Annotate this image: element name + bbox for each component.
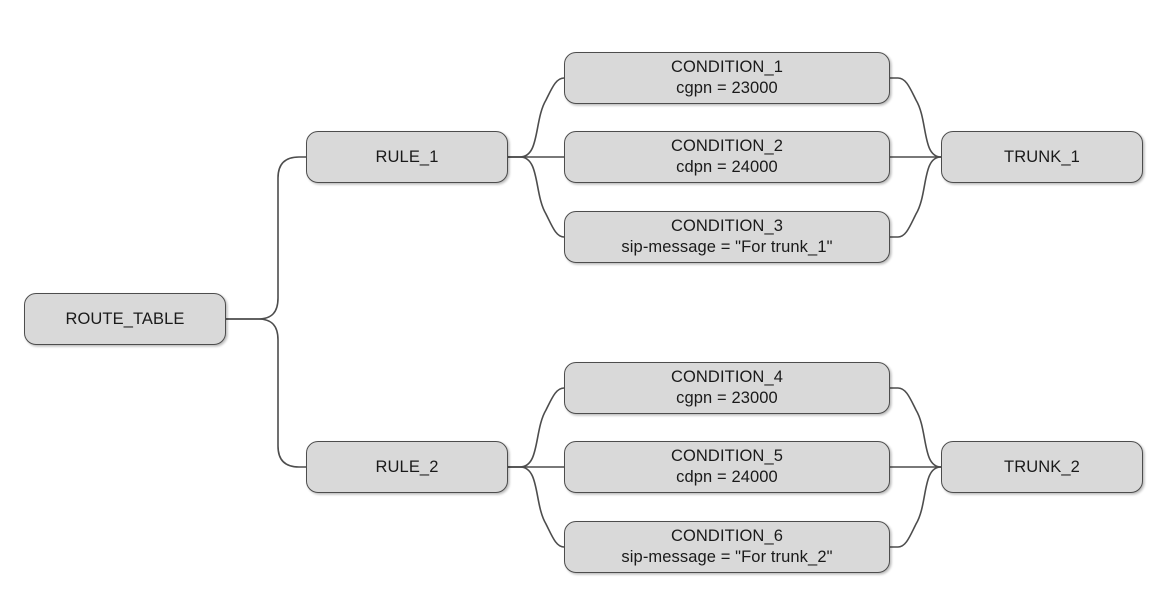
node-trunk-2[interactable]: TRUNK_2 xyxy=(941,441,1143,493)
node-condition-3[interactable]: CONDITION_3 sip-message = "For trunk_1" xyxy=(564,211,890,263)
node-trunk-1[interactable]: TRUNK_1 xyxy=(941,131,1143,183)
node-rule-2-label: RULE_2 xyxy=(375,457,439,476)
edge-rule-2-to-condition-4 xyxy=(507,387,565,468)
node-trunk-2-label: TRUNK_2 xyxy=(1004,457,1080,476)
node-condition-3-label: CONDITION_3 xyxy=(670,217,784,236)
edge-rule-1-to-condition-3 xyxy=(507,156,565,238)
edge-rule-1-to-condition-1 xyxy=(507,77,565,158)
node-rule-1-label: RULE_1 xyxy=(375,147,439,166)
node-condition-4-label: CONDITION_4 xyxy=(670,368,784,387)
node-rule-2[interactable]: RULE_2 xyxy=(306,441,508,493)
edge-condition-4-to-trunk-2 xyxy=(889,387,942,468)
edge-condition-6-to-trunk-2 xyxy=(889,466,942,548)
node-condition-2-expression: cdpn = 24000 xyxy=(676,158,778,176)
edge-route-table-to-rule-1 xyxy=(225,156,307,320)
node-rule-1[interactable]: RULE_1 xyxy=(306,131,508,183)
node-condition-5-expression: cdpn = 24000 xyxy=(676,468,778,486)
node-condition-4-expression: cgpn = 23000 xyxy=(676,389,778,407)
node-condition-6-label: CONDITION_6 xyxy=(670,527,784,546)
node-condition-3-expression: sip-message = "For trunk_1" xyxy=(621,238,833,256)
node-condition-2-label: CONDITION_2 xyxy=(670,137,784,156)
node-condition-1[interactable]: CONDITION_1 cgpn = 23000 xyxy=(564,52,890,104)
node-condition-5[interactable]: CONDITION_5 cdpn = 24000 xyxy=(564,441,890,493)
edge-condition-3-to-trunk-1 xyxy=(889,156,942,238)
edge-rule-2-to-condition-6 xyxy=(507,466,565,548)
node-condition-2[interactable]: CONDITION_2 cdpn = 24000 xyxy=(564,131,890,183)
node-condition-1-label: CONDITION_1 xyxy=(670,58,784,77)
node-condition-5-label: CONDITION_5 xyxy=(670,447,784,466)
node-route-table-label: ROUTE_TABLE xyxy=(65,309,185,328)
node-condition-6[interactable]: CONDITION_6 sip-message = "For trunk_2" xyxy=(564,521,890,573)
node-condition-6-expression: sip-message = "For trunk_2" xyxy=(621,548,833,566)
node-condition-4[interactable]: CONDITION_4 cgpn = 23000 xyxy=(564,362,890,414)
edge-route-table-to-rule-2 xyxy=(225,318,307,468)
edge-condition-1-to-trunk-1 xyxy=(889,77,942,158)
node-route-table[interactable]: ROUTE_TABLE xyxy=(24,293,226,345)
node-condition-1-expression: cgpn = 23000 xyxy=(676,79,778,97)
node-trunk-1-label: TRUNK_1 xyxy=(1004,147,1080,166)
